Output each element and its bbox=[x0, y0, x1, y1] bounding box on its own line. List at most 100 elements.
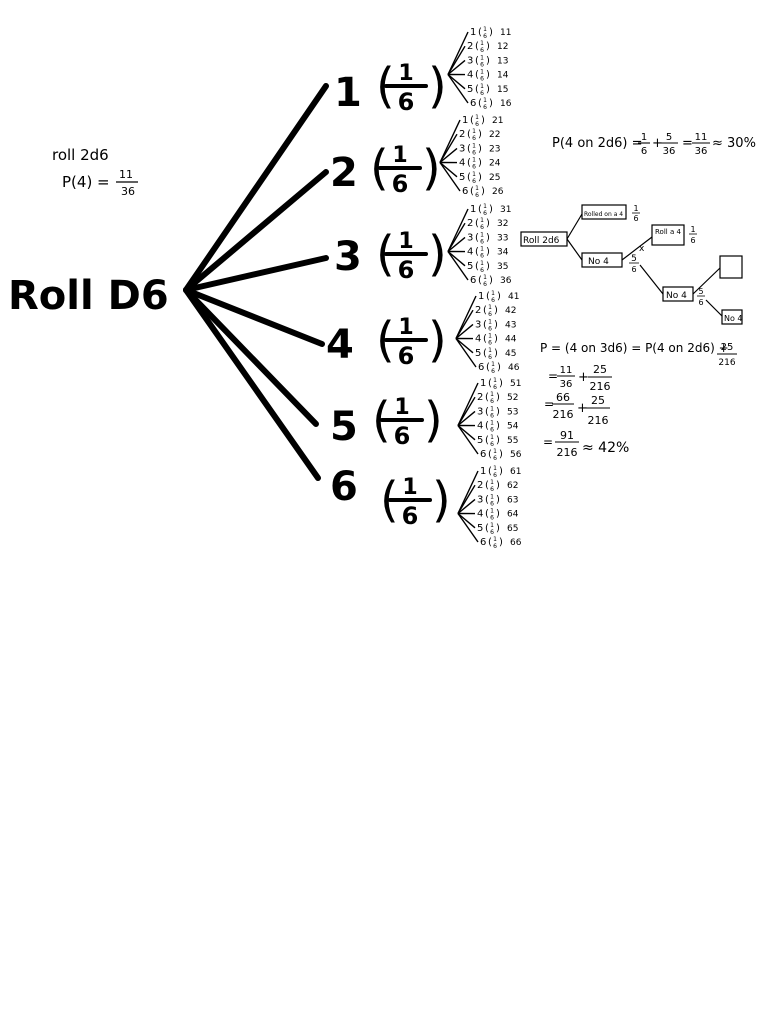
branch-line-4 bbox=[183, 287, 325, 347]
sub-outcome-26: 26 bbox=[492, 187, 504, 197]
formula-3d6-line2-f2-num: 25 bbox=[593, 363, 607, 376]
sub-paren-close-25: ) bbox=[478, 172, 482, 183]
sub-prob-num-41: 1 bbox=[491, 290, 495, 297]
sub-line-53 bbox=[457, 410, 476, 427]
sub-prob-den-53: 6 bbox=[490, 412, 494, 419]
branch-prob-num-2: 1 bbox=[392, 143, 407, 168]
sub-prob-den-52: 6 bbox=[490, 398, 494, 405]
sub-paren-close-34: ) bbox=[486, 247, 490, 258]
sub-paren-close-61: ) bbox=[499, 466, 503, 477]
sub-paren-close-33: ) bbox=[486, 232, 490, 243]
sub-prob-num-26: 1 bbox=[475, 185, 479, 192]
branch-face-6: 6 bbox=[330, 464, 358, 510]
sub-prob-num-42: 1 bbox=[488, 304, 492, 311]
sub-outcome-54: 54 bbox=[507, 422, 519, 432]
sub-outcome-62: 62 bbox=[507, 481, 518, 491]
sub-line-36 bbox=[447, 251, 469, 281]
formula-3d6-line3-f1-num: 66 bbox=[556, 391, 570, 404]
sub-face-14: 4 bbox=[467, 70, 473, 81]
sub-prob-den-34: 6 bbox=[480, 253, 484, 260]
sub-outcome-35: 35 bbox=[497, 262, 508, 272]
sub-face-53: 3 bbox=[477, 406, 483, 417]
sub-line-13 bbox=[447, 59, 466, 76]
tree3-edge-rolled bbox=[566, 213, 583, 240]
sub-paren-32: ( bbox=[475, 218, 479, 229]
sub-prob-den-54: 6 bbox=[490, 427, 494, 434]
formula-2d6-t2-num: 5 bbox=[666, 132, 672, 143]
branch-paren-close-6: ) bbox=[432, 472, 451, 528]
sub-outcome-46: 46 bbox=[508, 363, 520, 373]
formula-2d6-res-den: 36 bbox=[695, 146, 708, 157]
sub-prob-num-62: 1 bbox=[490, 479, 494, 486]
sub-paren-close-51: ) bbox=[499, 378, 503, 389]
sub-outcome-12: 12 bbox=[497, 42, 508, 52]
sub-prob-num-51: 1 bbox=[493, 377, 497, 384]
sub-face-54: 4 bbox=[477, 421, 483, 432]
sub-prob-num-21: 1 bbox=[475, 114, 479, 121]
sub-prob-den-36: 6 bbox=[483, 281, 487, 288]
sub-outcome-36: 36 bbox=[500, 276, 512, 286]
formula-2d6-t2-den: 36 bbox=[663, 146, 676, 157]
tree3-rolled-label: Rolled on a 4 bbox=[584, 211, 623, 218]
formula-3d6-line3-eq: = bbox=[544, 397, 554, 411]
sub-face-46: 6 bbox=[478, 362, 484, 373]
sub-line-42 bbox=[455, 309, 474, 339]
sub-outcome-61: 61 bbox=[510, 467, 521, 477]
sub-paren-close-15: ) bbox=[486, 84, 490, 95]
tree3-edge-no4b bbox=[639, 264, 664, 295]
sub-face-15: 5 bbox=[467, 84, 473, 95]
sub-outcome-15: 15 bbox=[497, 85, 508, 95]
formula-2d6-approx: ≈ 30% bbox=[712, 136, 756, 151]
sub-face-61: 1 bbox=[480, 466, 486, 477]
formula-2d6-t1-den: 6 bbox=[641, 146, 647, 157]
tree3-no4c-label: No 4 bbox=[724, 314, 743, 323]
sub-prob-num-52: 1 bbox=[490, 391, 494, 398]
sub-paren-13: ( bbox=[475, 55, 479, 66]
sub-outcome-23: 23 bbox=[489, 144, 500, 154]
sub-paren-53: ( bbox=[485, 406, 489, 417]
sub-line-56 bbox=[457, 425, 479, 455]
sub-paren-36: ( bbox=[478, 275, 482, 286]
sub-prob-den-24: 6 bbox=[472, 164, 476, 171]
sub-outcome-31: 31 bbox=[500, 205, 511, 215]
tree3-edge-no4c bbox=[705, 299, 723, 317]
sub-outcome-43: 43 bbox=[505, 320, 516, 330]
sub-face-25: 5 bbox=[459, 172, 465, 183]
sub-paren-15: ( bbox=[475, 84, 479, 95]
sub-line-61 bbox=[457, 470, 479, 514]
sub-prob-den-65: 6 bbox=[490, 529, 494, 536]
formula-2d6-plus: + bbox=[652, 136, 663, 151]
sub-prob-den-42: 6 bbox=[488, 311, 492, 318]
sub-prob-den-61: 6 bbox=[493, 472, 497, 479]
sub-paren-close-42: ) bbox=[494, 305, 498, 316]
sub-paren-close-36: ) bbox=[489, 275, 493, 286]
sub-paren-close-56: ) bbox=[499, 449, 503, 460]
sub-face-51: 1 bbox=[480, 378, 486, 389]
formula-3d6-line2-f1-den: 36 bbox=[560, 379, 573, 390]
sub-line-51 bbox=[457, 382, 479, 426]
sub-prob-den-16: 6 bbox=[483, 104, 487, 111]
sub-prob-den-23: 6 bbox=[472, 149, 476, 156]
formula-3d6-line2-f1-num: 11 bbox=[560, 365, 573, 376]
sub-outcome-51: 51 bbox=[510, 379, 521, 389]
sub-outcome-55: 55 bbox=[507, 436, 518, 446]
sub-paren-51: ( bbox=[488, 378, 492, 389]
sub-face-42: 2 bbox=[475, 305, 481, 316]
branch-prob-num-3: 1 bbox=[398, 229, 413, 254]
sub-prob-den-64: 6 bbox=[490, 515, 494, 522]
sub-prob-num-55: 1 bbox=[490, 434, 494, 441]
branch-paren-close-3: ) bbox=[428, 226, 447, 282]
sub-prob-num-46: 1 bbox=[491, 361, 495, 368]
tree3-no4-den: 6 bbox=[631, 265, 636, 274]
sub-paren-52: ( bbox=[485, 392, 489, 403]
sub-prob-den-63: 6 bbox=[490, 500, 494, 507]
sub-line-15 bbox=[447, 73, 466, 90]
sub-paren-34: ( bbox=[475, 247, 479, 258]
sub-paren-24: ( bbox=[467, 158, 471, 169]
formula-3d6-line3-f1-den: 216 bbox=[553, 408, 574, 421]
sub-paren-31: ( bbox=[478, 204, 482, 215]
sub-prob-num-31: 1 bbox=[483, 203, 487, 210]
sub-outcome-56: 56 bbox=[510, 450, 522, 460]
sub-prob-den-12: 6 bbox=[480, 47, 484, 54]
